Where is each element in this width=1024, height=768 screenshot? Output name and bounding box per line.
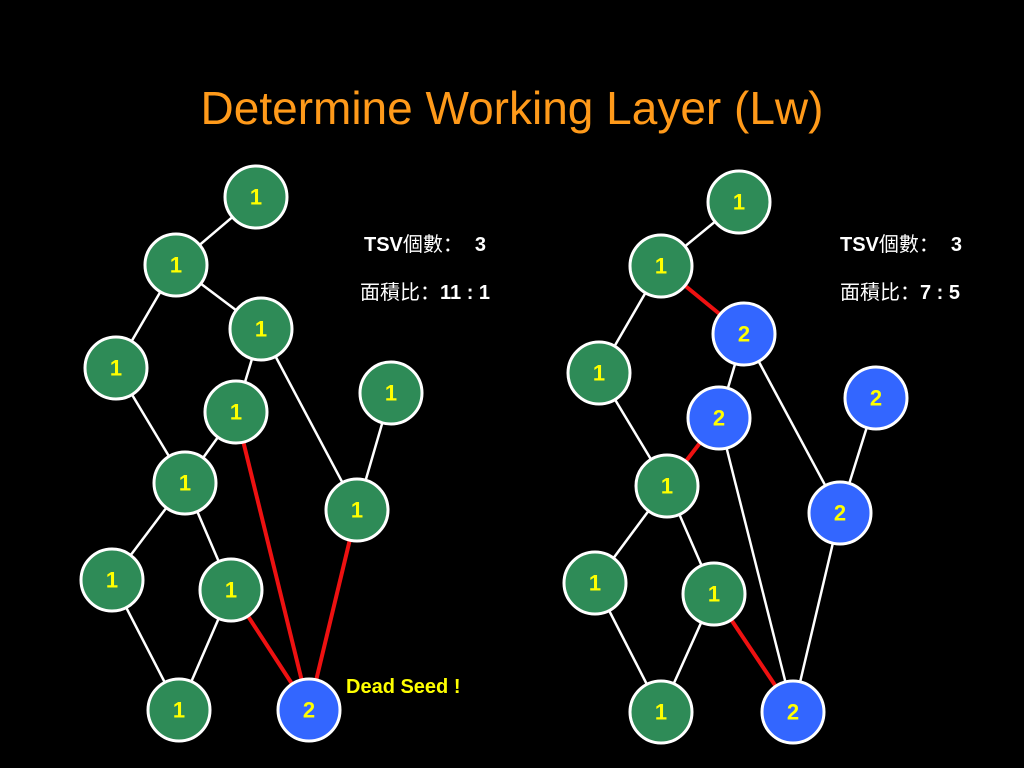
node-label-a2: 1 <box>170 253 182 278</box>
node-a12: 2 <box>276 677 342 743</box>
edge-a3-a9 <box>259 328 359 511</box>
node-label-b5: 2 <box>713 406 725 431</box>
node-label-a8: 1 <box>106 568 118 593</box>
node-b9: 1 <box>562 550 628 616</box>
node-circle-a9 <box>324 477 390 543</box>
right-tsv-value: 3 <box>950 234 963 256</box>
node-label-b8: 2 <box>834 501 846 526</box>
tsv-edge-a9-a12 <box>307 509 359 711</box>
right-area-ratio: 面積比：7 : 5 <box>840 276 960 305</box>
node-a10: 1 <box>198 557 264 623</box>
node-circle-a10 <box>198 557 264 623</box>
node-circle-b10 <box>681 561 747 627</box>
node-a9: 1 <box>324 477 390 543</box>
node-a2: 1 <box>143 232 209 298</box>
left-area-value: 11 : 1 <box>440 282 491 304</box>
node-b7: 1 <box>634 453 700 519</box>
node-label-b3: 2 <box>738 322 750 347</box>
node-label-b6: 2 <box>870 386 882 411</box>
node-b4: 1 <box>566 340 632 406</box>
node-circle-b7 <box>634 453 700 519</box>
node-label-a11: 1 <box>173 698 185 723</box>
node-circle-a3 <box>228 296 294 362</box>
node-label-b7: 1 <box>661 474 673 499</box>
node-circle-b8 <box>807 480 873 546</box>
node-b12: 2 <box>760 679 826 745</box>
left-area-ratio: 面積比：11 : 1 <box>360 276 490 305</box>
node-circle-a11 <box>146 677 212 743</box>
node-circle-a1 <box>223 164 289 230</box>
node-label-b12: 2 <box>787 700 799 725</box>
node-circle-a4 <box>83 335 149 401</box>
edge-b8-b12 <box>791 512 842 713</box>
node-circle-b5 <box>686 385 752 451</box>
node-label-a1: 1 <box>250 185 262 210</box>
node-a7: 1 <box>152 450 218 516</box>
node-label-b4: 1 <box>593 361 605 386</box>
left-tsv-count: TSV個數： 3 <box>364 228 486 257</box>
node-label-a6: 1 <box>385 381 397 406</box>
node-a8: 1 <box>79 547 145 613</box>
node-label-a5: 1 <box>230 400 242 425</box>
node-circle-a12 <box>276 677 342 743</box>
edge-b3-b8 <box>742 333 842 514</box>
node-label-a7: 1 <box>179 471 191 496</box>
node-b3: 2 <box>711 301 777 367</box>
node-a5: 1 <box>203 379 269 445</box>
node-label-b9: 1 <box>589 571 601 596</box>
node-label-b1: 1 <box>733 190 745 215</box>
left-graph: 1 1 1 1 1 1 1 1 1 1 1 2 <box>79 164 424 743</box>
right-area-value: 7 : 5 <box>920 282 961 304</box>
left-tsv-label: TSV <box>364 234 403 256</box>
node-label-a3: 1 <box>255 317 267 342</box>
tsv-edge-a5-a12 <box>234 411 311 711</box>
node-circle-a8 <box>79 547 145 613</box>
node-circle-b6 <box>843 365 909 431</box>
node-circle-b11 <box>628 679 694 745</box>
node-label-a12: 2 <box>303 698 315 723</box>
edge-b5-b12 <box>717 417 795 713</box>
node-a6: 1 <box>358 360 424 426</box>
left-area-cjk: 面積比： <box>360 280 440 304</box>
node-label-a4: 1 <box>110 356 122 381</box>
slide-title: Determine Working Layer (Lw) <box>200 82 824 134</box>
node-circle-b2 <box>628 233 694 299</box>
node-circle-b4 <box>566 340 632 406</box>
node-label-b10: 1 <box>708 582 720 607</box>
node-a1: 1 <box>223 164 289 230</box>
dead-seed-annotation: Dead Seed ! <box>346 676 461 698</box>
right-tsv-cjk: 個數： <box>878 232 939 256</box>
node-b1: 1 <box>706 169 772 235</box>
right-tsv-label: TSV <box>840 234 879 256</box>
node-a3: 1 <box>228 296 294 362</box>
left-tsv-value: 3 <box>474 234 487 256</box>
node-b11: 1 <box>628 679 694 745</box>
node-circle-a6 <box>358 360 424 426</box>
node-label-b2: 1 <box>655 254 667 279</box>
right-area-cjk: 面積比： <box>840 280 920 304</box>
node-label-b11: 1 <box>655 700 667 725</box>
right-graph: 1 1 2 1 2 2 1 2 1 1 1 2 <box>562 169 909 745</box>
node-circle-b9 <box>562 550 628 616</box>
node-b2: 1 <box>628 233 694 299</box>
node-b5: 2 <box>686 385 752 451</box>
node-b8: 2 <box>807 480 873 546</box>
node-label-a9: 1 <box>351 498 363 523</box>
node-label-a10: 1 <box>225 578 237 603</box>
node-circle-a2 <box>143 232 209 298</box>
node-circle-a7 <box>152 450 218 516</box>
node-b6: 2 <box>843 365 909 431</box>
node-circle-b3 <box>711 301 777 367</box>
right-tsv-count: TSV個數： 3 <box>840 228 962 257</box>
node-a4: 1 <box>83 335 149 401</box>
node-b10: 1 <box>681 561 747 627</box>
node-a11: 1 <box>146 677 212 743</box>
left-tsv-cjk: 個數： <box>402 232 463 256</box>
node-circle-b12 <box>760 679 826 745</box>
node-circle-a5 <box>203 379 269 445</box>
node-circle-b1 <box>706 169 772 235</box>
